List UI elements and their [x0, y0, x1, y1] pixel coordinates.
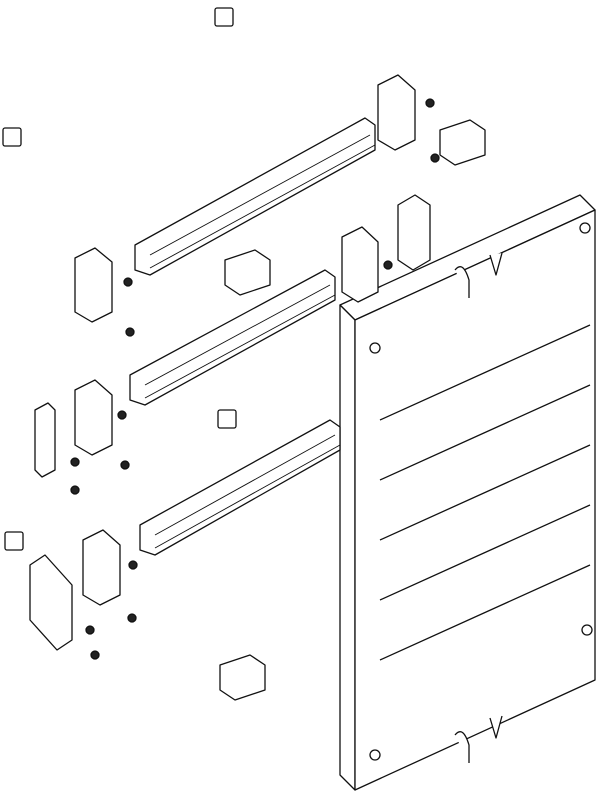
screw: [581, 624, 593, 636]
side-bracket: [29, 74, 431, 651]
screw: [369, 749, 381, 761]
terminal-block: [219, 119, 486, 701]
mounting-rail: [139, 419, 341, 556]
screw: [579, 222, 591, 234]
clip-nut: [2, 7, 237, 551]
front-cover-panel: [339, 194, 596, 791]
mounting-rail: [134, 117, 376, 276]
screw: [70, 98, 440, 660]
screw: [369, 342, 381, 354]
mounting-rail: [129, 269, 336, 406]
